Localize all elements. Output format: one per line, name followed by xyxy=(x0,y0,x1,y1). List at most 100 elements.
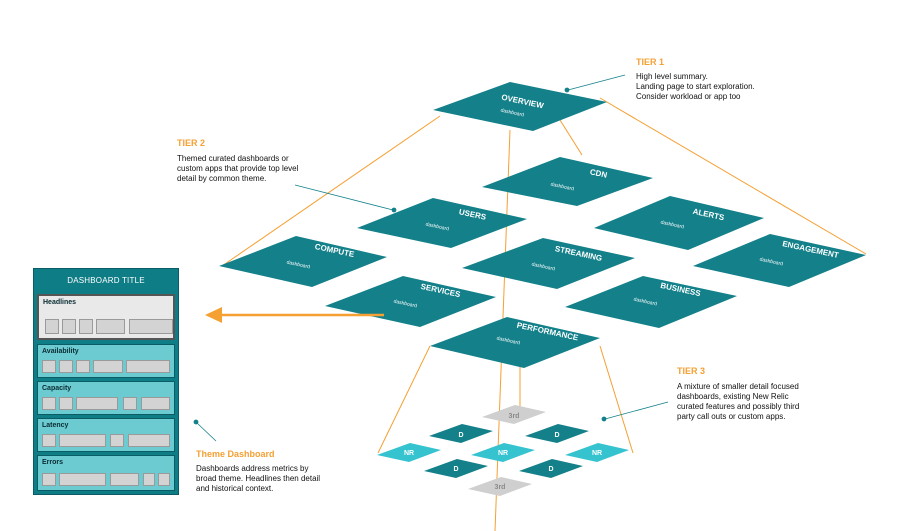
section-errors: Errors xyxy=(37,455,175,491)
tier2-line: detail by common theme. xyxy=(177,174,267,183)
tile-users[interactable]: USERS dashboard xyxy=(357,198,527,248)
tile-cdn-sub: dashboard xyxy=(550,182,575,193)
tile-performance-sub: dashboard xyxy=(496,336,521,347)
small-tile-d-1[interactable]: D xyxy=(429,424,493,443)
widget-placeholder xyxy=(76,397,118,410)
widget-placeholder xyxy=(93,360,123,373)
small-tile-nr-3-label: NR xyxy=(592,450,602,457)
dashboard-sample: DASHBOARD TITLE Headlines Availability C… xyxy=(33,268,179,495)
tier3-line: curated features and possibly third xyxy=(677,402,800,411)
widget-placeholder xyxy=(79,319,93,334)
callout-pointers xyxy=(193,74,669,442)
theme-dashboard-description: Dashboards address metrics by broad them… xyxy=(196,464,320,494)
tile-compute[interactable]: COMPUTE dashboard xyxy=(219,236,387,287)
section-availability: Availability xyxy=(37,344,175,378)
widget-placeholder xyxy=(59,434,106,447)
widget-placeholder xyxy=(45,319,59,334)
small-tile-d-2[interactable]: D xyxy=(525,424,589,443)
tier2-description: Themed curated dashboards or custom apps… xyxy=(177,154,298,184)
small-tile-d-1-label: D xyxy=(458,432,463,439)
widget-placeholder xyxy=(42,434,56,447)
tier1-title: TIER 1 xyxy=(636,57,665,67)
tier3-description: A mixture of smaller detail focused dash… xyxy=(677,382,799,422)
section-label: Capacity xyxy=(42,385,72,392)
section-capacity: Capacity xyxy=(37,381,175,415)
small-tile-nr-1[interactable]: NR xyxy=(377,443,441,462)
tile-business[interactable]: BUSINESS dashboard xyxy=(565,276,737,328)
small-tile-d-4[interactable]: D xyxy=(519,459,583,478)
widget-placeholder xyxy=(62,319,76,334)
tile-alerts-sub: dashboard xyxy=(660,220,685,231)
small-tile-3rd-top-label: 3rd xyxy=(509,413,520,420)
tile-overview[interactable]: OVERVIEW dashboard xyxy=(433,82,607,131)
widget-placeholder xyxy=(42,397,56,410)
theme-line: and historical context. xyxy=(196,484,274,493)
tier1-line: Consider workload or app too xyxy=(636,92,741,101)
tier2-line: Themed curated dashboards or xyxy=(177,154,289,163)
widget-placeholder xyxy=(128,434,170,447)
widget-placeholder xyxy=(59,397,73,410)
tier1-description: High level summary. Landing page to star… xyxy=(636,72,755,102)
theme-line: broad theme. Headlines then detail xyxy=(196,474,321,483)
tile-services-sub: dashboard xyxy=(393,299,418,310)
widget-placeholder xyxy=(129,319,173,334)
tier1-line: High level summary. xyxy=(636,72,708,81)
section-label: Latency xyxy=(42,422,69,429)
small-tile-3rd-bottom-label: 3rd xyxy=(495,484,506,491)
tier3-title: TIER 3 xyxy=(677,366,706,376)
widget-placeholder xyxy=(76,360,90,373)
section-label: Availability xyxy=(42,348,79,355)
widget-placeholder xyxy=(141,397,170,410)
tile-users-sub: dashboard xyxy=(425,222,450,233)
tile-engagement[interactable]: ENGAGEMENT dashboard xyxy=(693,234,866,287)
widget-placeholder xyxy=(96,319,125,334)
widget-placeholder xyxy=(59,473,106,486)
section-label: Errors xyxy=(42,459,64,466)
widget-placeholder xyxy=(158,473,170,486)
small-tile-d-4-label: D xyxy=(548,466,553,473)
tile-performance[interactable]: PERFORMANCE dashboard xyxy=(430,317,600,368)
tile-engagement-sub: dashboard xyxy=(759,257,784,268)
theme-dashboard-title: Theme Dashboard xyxy=(196,449,275,459)
tile-streaming-sub: dashboard xyxy=(531,262,556,273)
small-tile-nr-3[interactable]: NR xyxy=(565,443,629,462)
arrow-to-dashboard-icon xyxy=(205,307,384,323)
section-label: Headlines xyxy=(43,299,77,306)
small-tile-d-3-label: D xyxy=(453,466,458,473)
tile-alerts[interactable]: ALERTS dashboard xyxy=(594,196,764,250)
projection-lines-tier3 xyxy=(377,345,634,454)
widget-placeholder xyxy=(42,360,56,373)
tile-cdn[interactable]: CDN dashboard xyxy=(482,157,653,206)
widget-placeholder xyxy=(59,360,73,373)
widget-placeholder xyxy=(143,473,155,486)
tier3-line: A mixture of smaller detail focused xyxy=(677,382,799,391)
widget-placeholder xyxy=(110,434,124,447)
tile-overview-sub: dashboard xyxy=(500,108,525,119)
small-tile-3rd-top[interactable]: 3rd xyxy=(482,405,546,424)
small-tile-d-2-label: D xyxy=(554,432,559,439)
widget-placeholder xyxy=(42,473,56,486)
section-latency: Latency xyxy=(37,418,175,452)
theme-line: Dashboards address metrics by xyxy=(196,464,309,473)
small-tile-nr-2[interactable]: NR xyxy=(471,443,535,462)
tier2-line: custom apps that provide top level xyxy=(177,164,299,173)
small-tile-3rd-bottom[interactable]: 3rd xyxy=(468,477,532,496)
tile-services[interactable]: SERVICES dashboard xyxy=(325,276,496,327)
widget-placeholder xyxy=(123,397,137,410)
tile-streaming[interactable]: STREAMING dashboard xyxy=(462,238,635,289)
widget-placeholder xyxy=(110,473,139,486)
small-tile-nr-2-label: NR xyxy=(498,450,508,457)
tile-business-sub: dashboard xyxy=(633,297,658,308)
small-tile-nr-1-label: NR xyxy=(404,450,414,457)
widget-placeholder xyxy=(126,360,170,373)
tier1-line: Landing page to start exploration. xyxy=(636,82,755,91)
section-headlines: Headlines xyxy=(37,294,175,340)
tile-cdn-name: CDN xyxy=(589,167,608,179)
tier3-line: dashboards, existing New Relic xyxy=(677,392,789,401)
tier2-title: TIER 2 xyxy=(177,138,206,148)
tier3-line: party call outs or custom apps. xyxy=(677,412,786,421)
tile-compute-sub: dashboard xyxy=(286,260,311,271)
small-tile-d-3[interactable]: D xyxy=(424,459,488,478)
dashboard-sample-title: DASHBOARD TITLE xyxy=(67,276,145,285)
